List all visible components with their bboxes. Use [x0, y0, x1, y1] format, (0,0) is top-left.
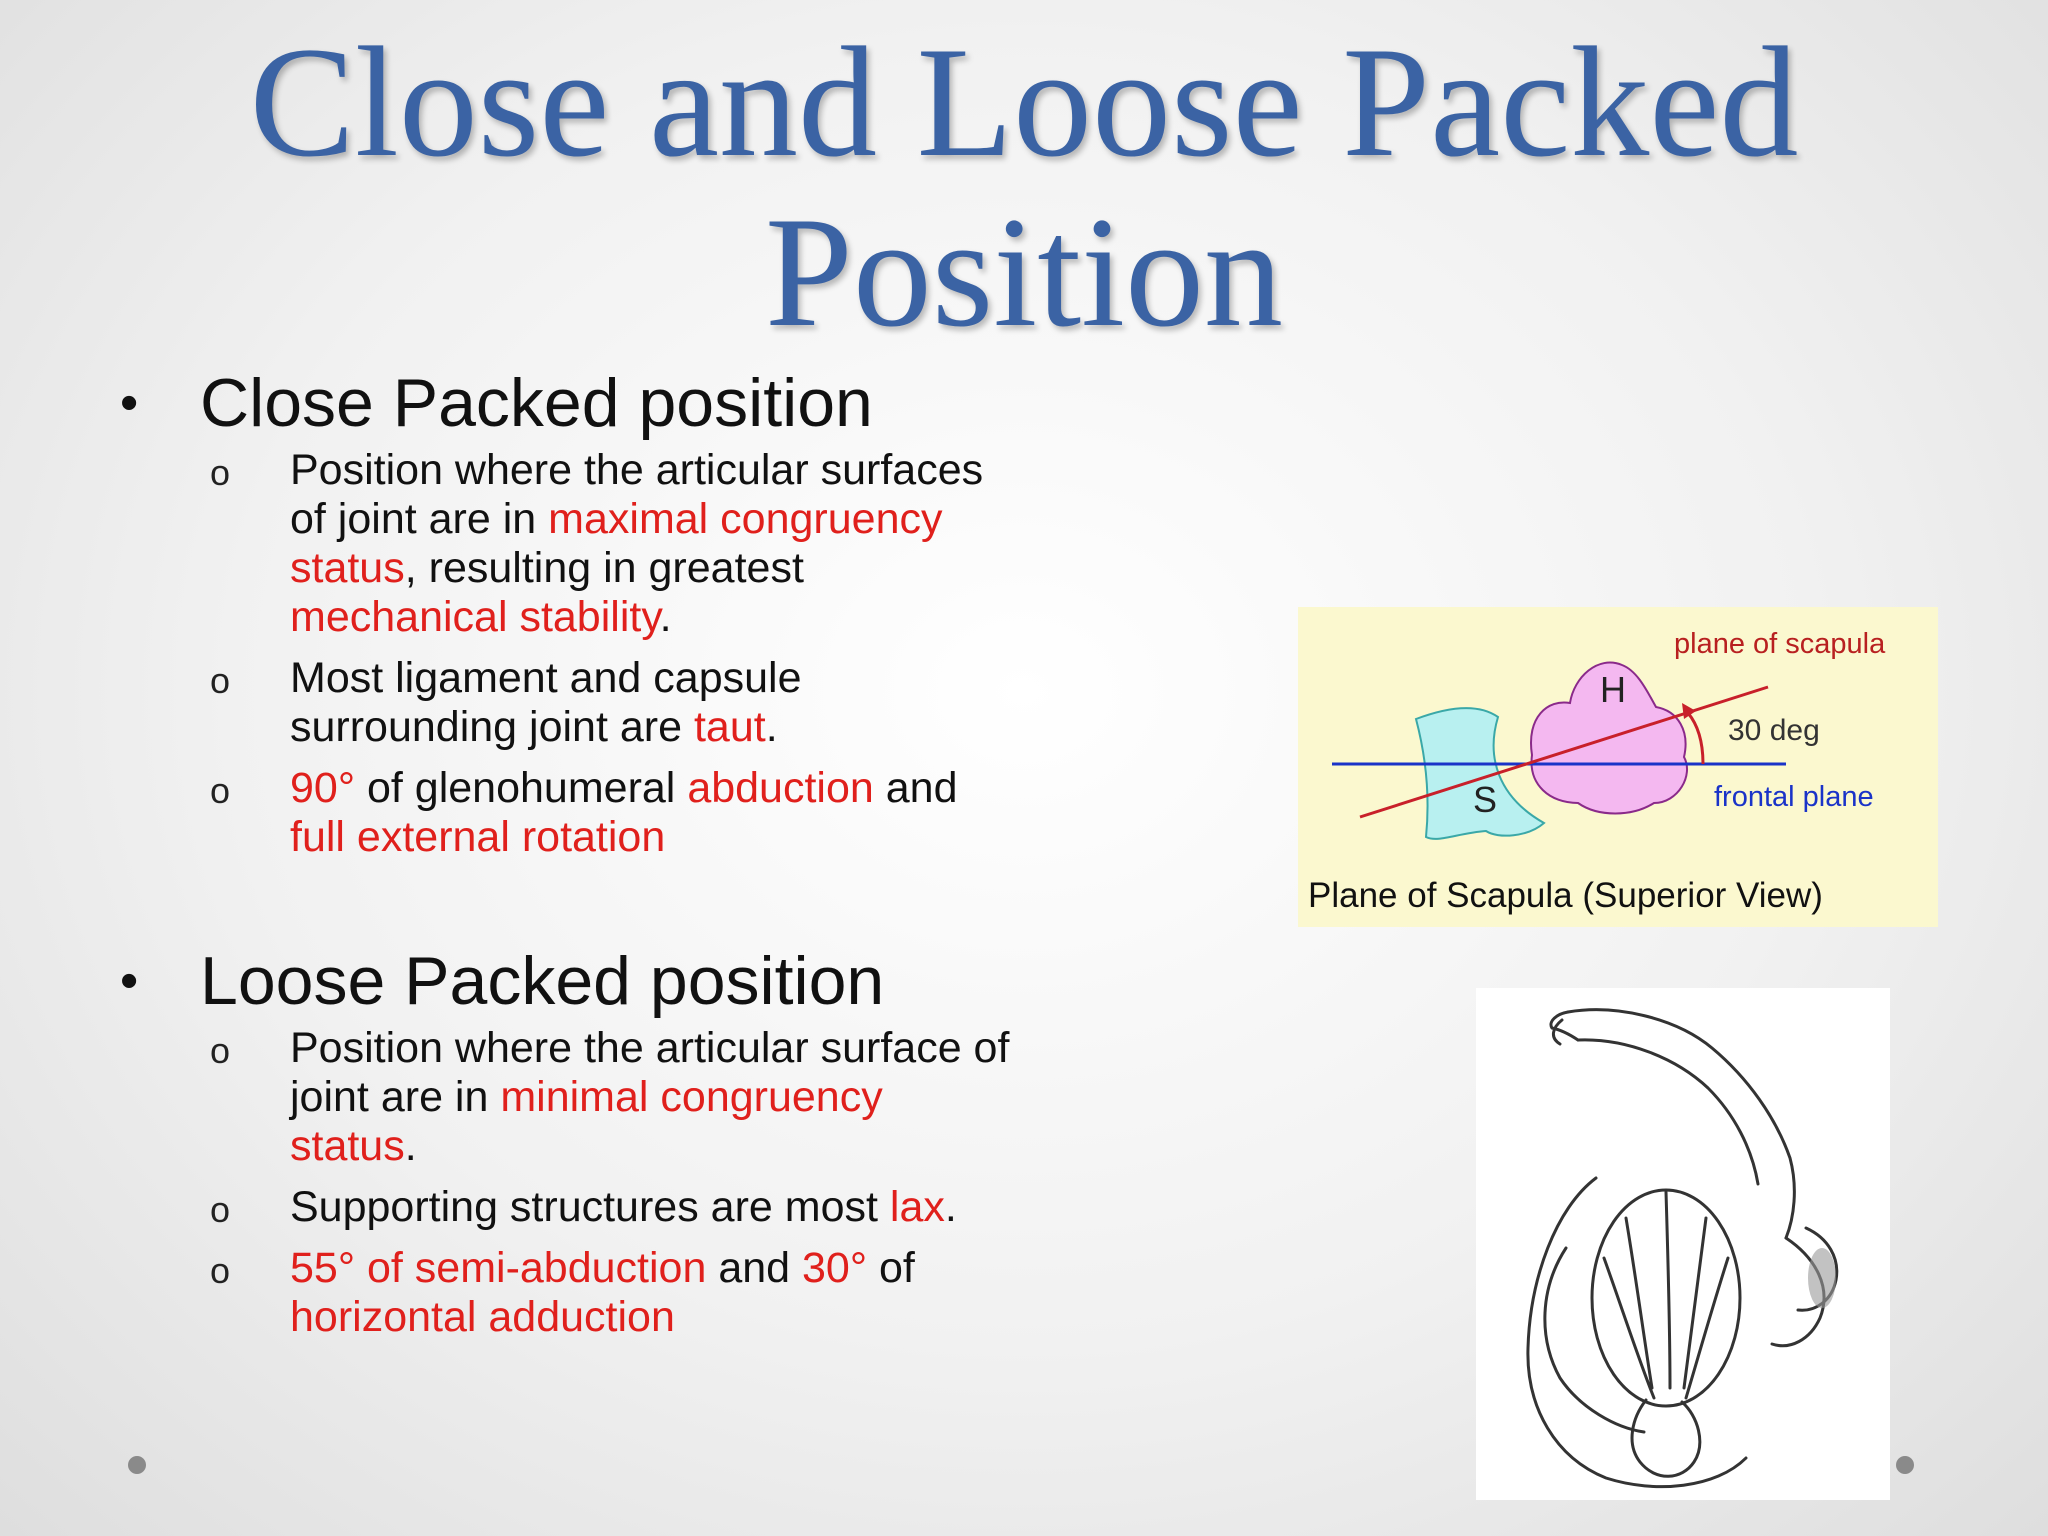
- loose-packed-heading: Loose Packed position: [120, 938, 1020, 1024]
- shoulder-drawing: [1526, 1008, 1839, 1489]
- nav-dot-right: [1896, 1456, 1914, 1474]
- raised-arm-inner: [1576, 1038, 1760, 1186]
- scapula-plane-diagram: H S plane of scapula 30 deg frontal plan…: [1308, 628, 1886, 915]
- loose-item-2-highlight: lax: [889, 1183, 945, 1231]
- loose-item-3-text-2: of: [867, 1244, 915, 1292]
- loose-item-2-text: Supporting structures are most: [290, 1183, 890, 1231]
- ponytail: [1630, 1398, 1702, 1478]
- scapula-plane-line: [1359, 685, 1769, 819]
- raised-arm: [1566, 1008, 1796, 1240]
- close-packed-sublist: Position where the articular surfaces of…: [210, 446, 1020, 862]
- close-item-1: Position where the articular surfaces of…: [210, 446, 1020, 642]
- left-arm: [1543, 1246, 1646, 1434]
- label-plane-scapula: plane of scapula: [1674, 628, 1886, 660]
- loose-item-1-text: Position where the articular surface of …: [290, 1024, 1010, 1121]
- title-line-1: Close and Loose Packed: [249, 15, 1799, 190]
- loose-packed-sublist: Position where the articular surface of …: [210, 1024, 1020, 1342]
- loose-packed-heading-text: Loose Packed position: [200, 943, 885, 1019]
- loose-packed-sublist-wrap: Position where the articular surface of …: [120, 1024, 1020, 1342]
- close-item-1-text-2: , resulting in greatest: [404, 544, 804, 592]
- bullet-list: Close Packed position Position where the…: [120, 360, 1020, 1354]
- close-item-2-text: Most ligament and capsule surrounding jo…: [290, 654, 802, 751]
- loose-item-1-highlight: minimal congruency status: [290, 1073, 883, 1170]
- scapula-shape: [1414, 707, 1546, 840]
- label-s: S: [1473, 779, 1497, 820]
- loose-item-3-highlight-3: horizontal adduction: [290, 1293, 675, 1341]
- label-angle: 30 deg: [1728, 714, 1820, 747]
- close-item-3-highlight: 90°: [290, 764, 367, 812]
- close-item-3-highlight-3: full external rotation: [290, 813, 666, 861]
- close-item-3-text: of glenohumeral: [366, 764, 688, 812]
- close-item-2-text-2: .: [765, 703, 778, 751]
- loose-item-1-text-2: .: [404, 1122, 417, 1170]
- elbow-shade: [1808, 1248, 1836, 1308]
- head: [1590, 1188, 1742, 1408]
- close-packed-heading: Close Packed position: [120, 360, 1020, 446]
- figure-caption: Plane of Scapula (Superior View): [1308, 876, 1823, 915]
- loose-item-3-text: and: [706, 1244, 803, 1292]
- hand: [1549, 1010, 1580, 1046]
- angle-arrow: [1686, 712, 1705, 765]
- loose-item-3-highlight: 55° of semi-abduction: [290, 1244, 707, 1292]
- nav-dot-left: [128, 1456, 146, 1474]
- close-item-1-highlight: maximal congruency status: [290, 495, 943, 592]
- close-item-3-highlight-2: abduction: [687, 764, 874, 812]
- close-item-2: Most ligament and capsule surrounding jo…: [210, 654, 1020, 752]
- hair-lines: [1602, 1190, 1730, 1400]
- close-item-1-text-3: .: [659, 593, 672, 641]
- close-item-1-highlight-2: mechanical stability: [290, 593, 660, 641]
- close-packed-sublist-wrap: Position where the articular surfaces of…: [120, 446, 1020, 862]
- close-packed-heading-text: Close Packed position: [200, 365, 873, 441]
- close-item-3: 90° of glenohumeral abduction and full e…: [210, 764, 1020, 862]
- shoulder-abduction-illustration: [1476, 988, 1890, 1500]
- loose-item-3: 55° of semi-abduction and 30° of horizon…: [210, 1244, 1020, 1342]
- shoulder-right: [1770, 1236, 1826, 1348]
- loose-item-1: Position where the articular surface of …: [210, 1024, 1020, 1171]
- label-h: H: [1600, 669, 1626, 710]
- loose-packed-section: Loose Packed position Position where the…: [120, 938, 1020, 1342]
- right-elbow: [1796, 1226, 1839, 1312]
- torso-outline: [1526, 1176, 1748, 1489]
- scapula-plane-figure: H S plane of scapula 30 deg frontal plan…: [1298, 607, 1938, 927]
- close-item-1-text: Position where the articular surfaces of…: [290, 446, 984, 543]
- close-item-2-highlight: taut: [693, 703, 766, 751]
- close-item-3-text-2: and: [873, 764, 958, 812]
- label-frontal-plane: frontal plane: [1714, 781, 1874, 813]
- title-line-2: Position: [764, 185, 1284, 360]
- loose-item-2-text-2: .: [944, 1183, 957, 1231]
- loose-item-3-highlight-2: 30°: [802, 1244, 868, 1292]
- slide-title: Close and Loose Packed Position: [0, 18, 2048, 358]
- loose-item-2: Supporting structures are most lax.: [210, 1183, 1020, 1234]
- angle-arrow-head: [1682, 703, 1696, 719]
- close-packed-section: Close Packed position Position where the…: [120, 360, 1020, 862]
